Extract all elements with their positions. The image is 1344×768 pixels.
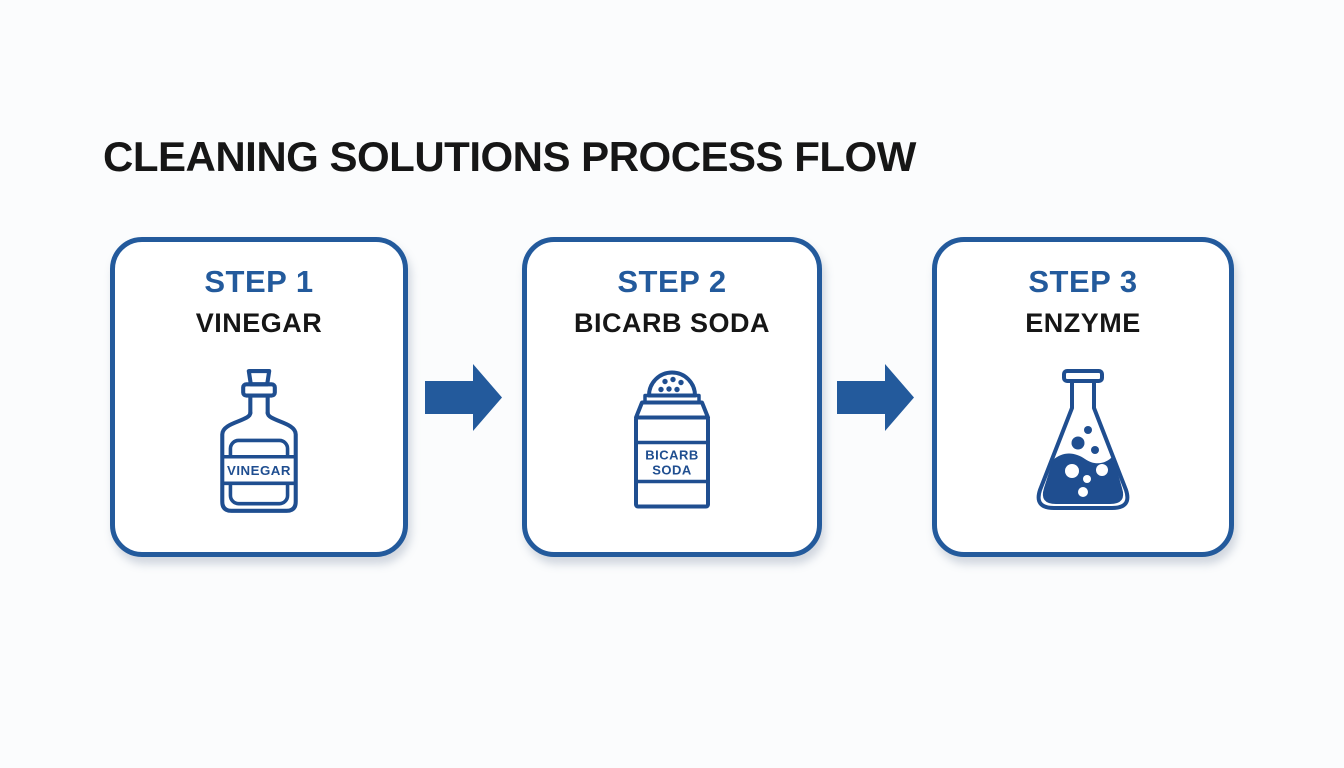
- arrow-right-icon: [425, 364, 502, 431]
- step-card-enzyme: STEP 3 ENZYME: [932, 237, 1234, 557]
- step-card-vinegar: STEP 1 VINEGAR VINEGAR: [110, 237, 408, 557]
- step-card-bicarb-soda: STEP 2 BICARB SODA BICARB SODA: [522, 237, 822, 557]
- bicarb-soda-shaker-icon: BICARB SODA: [622, 368, 722, 509]
- bicarb-shaker-label-line1: BICARB: [645, 448, 699, 463]
- vinegar-bottle-label: VINEGAR: [227, 463, 291, 478]
- step-label: STEP 3: [1028, 264, 1138, 299]
- page-title: CLEANING SOLUTIONS PROCESS FLOW: [103, 133, 916, 180]
- enzyme-flask-icon: [1028, 368, 1138, 516]
- step-name: VINEGAR: [195, 308, 323, 338]
- vinegar-bottle-icon: VINEGAR: [208, 368, 310, 518]
- arrow-right-icon: [837, 364, 914, 431]
- step-label: STEP 1: [204, 264, 314, 299]
- bicarb-shaker-label-line2: SODA: [652, 463, 692, 478]
- step-name: BICARB SODA: [573, 308, 770, 338]
- step-label: STEP 2: [617, 264, 727, 299]
- step-name: ENZYME: [1025, 308, 1141, 338]
